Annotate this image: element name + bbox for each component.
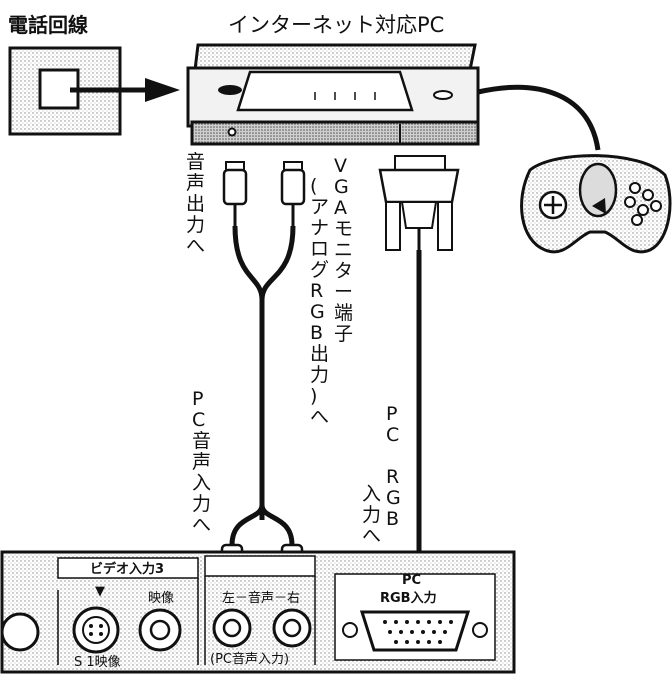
svg-text:へ: へ	[362, 525, 381, 547]
svg-text:タ: タ	[334, 260, 353, 282]
svg-text:へ: へ	[186, 235, 205, 257]
svg-text:R: R	[386, 466, 399, 488]
svg-text:力: 力	[310, 364, 329, 386]
rgb-input-port	[342, 610, 488, 652]
svg-text:力: 力	[186, 214, 205, 236]
svg-text:へ: へ	[192, 514, 211, 536]
s-video-label: S 1映像	[74, 655, 121, 670]
controller-cable	[477, 84, 601, 151]
svg-text:A: A	[334, 197, 347, 219]
svg-text:入: 入	[362, 483, 381, 505]
svg-text:モ: モ	[334, 218, 353, 240]
svg-text:C: C	[386, 424, 399, 446]
svg-text:(: (	[310, 175, 317, 197]
audio-plug-right-top	[280, 161, 306, 226]
video-jack-label: 映像	[148, 591, 174, 606]
audio-out-label: 音 声 出 力 へ	[186, 151, 205, 257]
svg-text:ナ: ナ	[310, 217, 329, 239]
edge-jack	[0, 612, 40, 652]
vga-monitor-port-label: V G A モ ニ タ ー 端 子	[334, 155, 353, 345]
audio-plug-left-top	[222, 161, 248, 226]
svg-text:へ: へ	[310, 406, 329, 428]
video-jack	[138, 608, 182, 652]
pc-rgb-input-label: P C R G B 入 力 へ	[362, 403, 401, 547]
video-input-3-label: ビデオ入力3	[90, 561, 164, 577]
pc-panel-label: PC	[402, 573, 421, 588]
audio-cable	[232, 225, 296, 520]
audio-cable-split	[229, 504, 295, 546]
svg-text:G: G	[334, 176, 349, 198]
audio-jack-right	[272, 608, 312, 648]
svg-text:ー: ー	[334, 281, 353, 303]
s-video-jack	[72, 606, 120, 654]
phone-cable-arrow	[70, 78, 180, 102]
svg-text:): )	[310, 385, 317, 407]
vga-connector-top	[378, 155, 460, 251]
svg-text:G: G	[310, 301, 325, 323]
svg-text:P: P	[386, 403, 397, 425]
svg-text:P: P	[192, 388, 203, 410]
pc-audio-input-panel-label: (PC音声入力)	[210, 651, 289, 667]
svg-text:力: 力	[192, 493, 211, 515]
svg-text:出: 出	[310, 343, 329, 365]
pc-audio-input-label: P C 音 声 入 力 へ	[192, 388, 211, 536]
svg-text:C: C	[192, 409, 205, 431]
svg-text:出: 出	[186, 193, 205, 215]
phone-line-label: 電話回線	[8, 13, 88, 37]
rgb-input-panel-label: RGB入力	[380, 590, 437, 606]
svg-text:音: 音	[186, 151, 205, 173]
svg-text:R: R	[310, 280, 323, 302]
internet-pc-console	[186, 43, 480, 146]
svg-text:B: B	[310, 322, 323, 344]
analog-rgb-output-label: ( ア ナ ロ グ R G B 出 力 ) へ	[310, 175, 329, 428]
svg-text:力: 力	[362, 504, 381, 526]
game-controller	[520, 154, 672, 254]
audio-jack-left	[212, 608, 252, 648]
svg-text:声: 声	[186, 172, 205, 194]
audio-lr-label: 左－音声－右	[222, 590, 300, 606]
svg-text:ロ: ロ	[310, 238, 329, 260]
svg-text:音: 音	[192, 430, 211, 452]
svg-text:ニ: ニ	[334, 239, 353, 261]
svg-text:V: V	[334, 155, 347, 177]
svg-text:グ: グ	[310, 259, 329, 281]
svg-text:声: 声	[192, 451, 211, 473]
svg-text:ア: ア	[310, 196, 329, 218]
svg-text:子: 子	[334, 323, 353, 345]
svg-text:入: 入	[192, 472, 211, 494]
svg-text:B: B	[386, 508, 399, 530]
internet-pc-label: インターネット対応PC	[228, 13, 444, 37]
svg-text:端: 端	[334, 302, 353, 324]
svg-text:G: G	[386, 487, 401, 509]
video-arrow-marker: ▼	[95, 584, 105, 599]
